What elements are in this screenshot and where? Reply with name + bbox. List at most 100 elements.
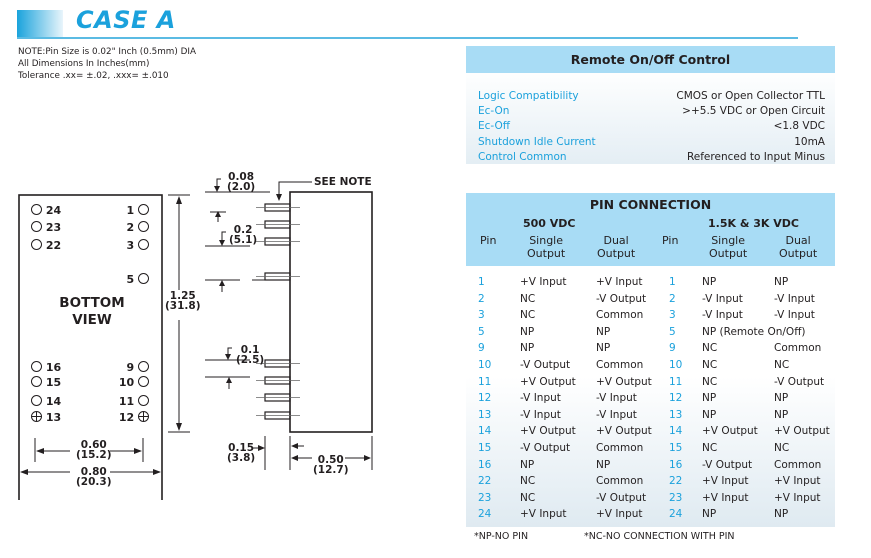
small-spacing-dimension: 0.1(2.5) bbox=[236, 344, 265, 366]
single-output-500: -V Input bbox=[520, 392, 561, 405]
dual-output-500: Common bbox=[596, 475, 644, 488]
pin-hole-icon bbox=[138, 361, 149, 372]
remote-control-rows: Logic Compatibility CMOS or Open Collecto… bbox=[466, 73, 835, 165]
pin-hole-icon bbox=[31, 204, 42, 215]
footnote-np: *NP-NO PIN bbox=[474, 531, 529, 542]
remote-control-row: Ec-Off<1.8 VDC bbox=[466, 119, 835, 134]
pin-number-500: 10 bbox=[478, 359, 492, 371]
note-pin-size: NOTE:Pin Size is 0.02" Inch (0.5mm) DIA bbox=[18, 47, 196, 57]
note-units: All Dimensions In Inches(mm) bbox=[18, 59, 150, 69]
dual-output-hv: Common bbox=[774, 458, 822, 471]
dual-output-500: +V Output bbox=[596, 425, 652, 438]
spacing-dimension: 0.2(5.1) bbox=[229, 224, 258, 246]
single-output-500: NP bbox=[520, 342, 535, 355]
dual-output-hv: -V Input bbox=[774, 292, 815, 305]
note-tolerance: Tolerance .xx= ±.02, .xxx= ±.010 bbox=[18, 71, 169, 81]
pin-number-500: 13 bbox=[478, 408, 492, 421]
pin-number-500: 15 bbox=[478, 442, 492, 454]
dual-output-500: -V Input bbox=[596, 408, 637, 421]
pin-number-hv: 12 bbox=[669, 392, 683, 405]
pin-number-hv: 3 bbox=[669, 309, 676, 322]
dual-output-hv: +V Output bbox=[774, 425, 830, 438]
pin-hole-icon bbox=[138, 221, 149, 232]
mechanical-drawing: 24 23 22 16 15 14 13 1 2 3 5 9 10 11 12 … bbox=[0, 160, 460, 500]
pin-cross-icon bbox=[138, 411, 149, 422]
width-dimension: 0.80(20.3) bbox=[76, 466, 112, 488]
drawing-lines bbox=[18, 178, 373, 500]
pin-hole-icon bbox=[138, 204, 149, 215]
single-output-500: -V Input bbox=[520, 408, 561, 421]
remote-control-row: Logic Compatibility CMOS or Open Collecto… bbox=[466, 89, 835, 104]
pin-number-hv: 16 bbox=[669, 458, 683, 471]
dual-output-500: -V Output bbox=[596, 491, 647, 504]
remote-control-label: Logic Compatibility bbox=[478, 90, 579, 102]
col-pin: Pin bbox=[480, 234, 497, 247]
dual-output-hv: -V Input bbox=[774, 309, 815, 322]
pin-hole-icon bbox=[31, 376, 42, 387]
pin-label-23: 23 bbox=[31, 221, 61, 234]
dual-output-hv: NP bbox=[774, 408, 789, 421]
single-output-500: -V Output bbox=[520, 359, 571, 371]
remote-control-value: >+5.5 VDC or Open Circuit bbox=[682, 105, 825, 118]
pin-number-hv: 1 bbox=[669, 276, 676, 288]
pin-hole-icon bbox=[31, 239, 42, 250]
pin-cross-icon bbox=[31, 411, 42, 422]
remote-control-value: CMOS or Open Collector TTL bbox=[676, 90, 825, 102]
pin-number-hv: 13 bbox=[669, 408, 683, 421]
depth-dimension: 0.50(12.7) bbox=[313, 454, 349, 476]
pin-hole-icon bbox=[138, 395, 149, 406]
pin-label-9: 9 bbox=[127, 361, 149, 374]
pin-label-14: 14 bbox=[31, 395, 61, 408]
pin-hole-icon bbox=[138, 376, 149, 387]
remote-control-title: Remote On/Off Control bbox=[466, 46, 835, 73]
pin-label-22: 22 bbox=[31, 239, 61, 252]
remote-control-label: Ec-On bbox=[478, 105, 510, 118]
dual-output-hv: NC bbox=[774, 442, 790, 454]
pin-number-500: 12 bbox=[478, 392, 492, 405]
pin-number-hv: 11 bbox=[669, 375, 683, 388]
pin-number-hv: 15 bbox=[669, 442, 683, 454]
single-output-hv: NC bbox=[702, 442, 718, 454]
dual-output-hv: Common bbox=[774, 342, 822, 355]
dual-output-500: -V Output bbox=[596, 292, 647, 305]
single-output-500: NP bbox=[520, 325, 535, 338]
pin-number-500: 2 bbox=[478, 292, 485, 305]
group-hv: 1.5K & 3K VDC bbox=[708, 217, 799, 230]
single-output-500: +V Input bbox=[520, 276, 567, 288]
case-title: CASE A bbox=[76, 6, 176, 34]
pin-label-2: 2 bbox=[127, 221, 149, 234]
single-output-500: +V Input bbox=[520, 508, 567, 521]
single-output-500: +V Output bbox=[520, 425, 576, 438]
see-note-label: SEE NOTE bbox=[314, 176, 372, 188]
dual-output-hv: NC bbox=[774, 359, 790, 371]
dual-output-hv: +V Input bbox=[774, 491, 821, 504]
pin-label-10: 10 bbox=[119, 376, 149, 389]
single-output-hv: -V Input bbox=[702, 309, 743, 322]
single-output-hv: NP bbox=[702, 408, 717, 421]
pin-number-hv: 5 bbox=[669, 325, 676, 338]
pitch-dimension: 0.60(15.2) bbox=[76, 439, 112, 461]
dual-output-hv: NP bbox=[774, 392, 789, 405]
single-output-500: NC bbox=[520, 491, 536, 504]
pin-hole-icon bbox=[31, 361, 42, 372]
remote-control-table: Remote On/Off Control Logic Compatibilit… bbox=[466, 46, 835, 164]
remote-control-row: Ec-On >+5.5 VDC or Open Circuit bbox=[466, 104, 835, 119]
pin-label-5: 5 bbox=[127, 273, 149, 286]
pin-number-hv: 10 bbox=[669, 359, 683, 371]
pin-table-header: PIN CONNECTION 500 VDC 1.5K & 3K VDC Pin… bbox=[466, 193, 835, 266]
single-output-hv: -V Input bbox=[702, 292, 743, 305]
header-rule bbox=[17, 37, 398, 39]
pin-number-500: 23 bbox=[478, 491, 492, 504]
pin-number-hv: 22 bbox=[669, 475, 683, 488]
dual-output-500: NP bbox=[596, 458, 611, 471]
